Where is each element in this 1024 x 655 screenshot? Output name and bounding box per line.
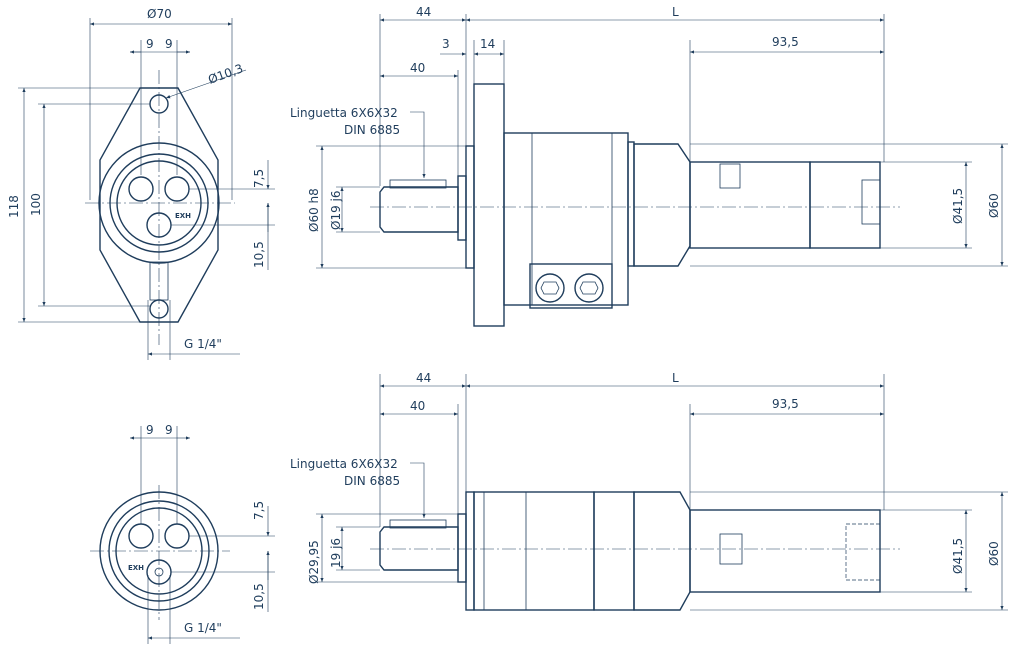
- dim-hole-dia: Ø10,3: [206, 61, 245, 87]
- dim-len-40-2: 40: [410, 399, 425, 413]
- dim-len-44: 44: [416, 5, 431, 19]
- port-b-2: [164, 523, 190, 549]
- dim-spacing-left-2: 9: [146, 423, 154, 437]
- port-b: [164, 176, 190, 202]
- side-port-1: [535, 273, 565, 303]
- side-port-2: [574, 273, 604, 303]
- motor-body: [503, 132, 629, 306]
- bottom-side-view: 44 L 40 93,5 Linguetta 6X6X32 DIN 6885 Ø…: [290, 371, 1008, 611]
- dim-height-holes: 100: [29, 193, 43, 216]
- dim-port-offset-down-2: 10,5: [252, 583, 266, 610]
- key-note-line2-2: DIN 6885: [344, 474, 400, 488]
- front-housing-2: [473, 491, 595, 611]
- keyway-2: [389, 519, 447, 529]
- rear-housing: [633, 143, 691, 267]
- port-a-2: [128, 523, 154, 549]
- dim-shaft-dia: Ø19 j6: [329, 191, 343, 231]
- port-a: [128, 176, 154, 202]
- dim-dia-60-2: Ø60: [987, 541, 1001, 566]
- dim-dia-415: Ø41,5: [951, 188, 965, 224]
- pilot-2: [465, 491, 475, 611]
- cylinder: [689, 161, 811, 249]
- dim-len-40: 40: [410, 61, 425, 75]
- dim-len-L: L: [672, 5, 679, 19]
- bottom-front-view: EXH 9 9 7,5 10,5 G 1/4": [90, 423, 275, 644]
- key-note-line1-2: Linguetta 6X6X32: [290, 457, 398, 471]
- dim-pilot-dia-2: Ø29,95: [307, 540, 321, 584]
- dim-len-44-2: 44: [416, 371, 431, 385]
- shaft-2: [379, 526, 459, 571]
- dim-spacing-left: 9: [146, 37, 154, 51]
- rear-cap: [627, 141, 635, 267]
- top-side-view: 44 L 3 14 40 93,5 Linguetta 6X6X32 DIN 6…: [290, 5, 1008, 327]
- exh-marking: EXH: [175, 212, 191, 220]
- dim-dia-60: Ø60: [987, 193, 1001, 218]
- dim-height-total: 118: [7, 195, 21, 218]
- dim-spacing-right-2: 9: [165, 423, 173, 437]
- side-port-block: [529, 263, 613, 309]
- dim-pilot-dia: Ø60 h8: [307, 188, 321, 232]
- dim-len-L-2: L: [672, 371, 679, 385]
- cylinder-2: [689, 509, 881, 593]
- top-front-view: EXH Ø70 9 9 Ø10,3 118 100: [7, 7, 275, 360]
- mid-housing-2: [593, 491, 635, 611]
- dim-shaft-dia-2: 19 j6: [329, 538, 343, 568]
- dim-port-offset-up-2: 7,5: [252, 501, 266, 520]
- key-note-line1: Linguetta 6X6X32: [290, 106, 398, 120]
- keyway: [389, 179, 447, 189]
- shaft: [379, 186, 459, 233]
- dim-flange-dia: Ø70: [147, 7, 172, 21]
- dim-dia-415-2: Ø41,5: [951, 538, 965, 574]
- dim-len-935-2: 93,5: [772, 397, 799, 411]
- dim-spacing-right: 9: [165, 37, 173, 51]
- dim-len-14: 14: [480, 37, 495, 51]
- pilot-ring-2: [457, 513, 467, 583]
- pilot-ring: [457, 175, 467, 241]
- dim-port-offset-down: 10,5: [252, 241, 266, 268]
- dim-len-935: 93,5: [772, 35, 799, 49]
- cylinder-end: [809, 161, 881, 249]
- dim-port-offset-up: 7,5: [252, 169, 266, 188]
- dim-port-thread-2: G 1/4": [184, 621, 222, 635]
- key-note-line2: DIN 6885: [344, 123, 400, 137]
- dim-len-3: 3: [442, 37, 450, 51]
- exh-marking-2: EXH: [128, 564, 144, 572]
- dim-port-thread: G 1/4": [184, 337, 222, 351]
- flange-plate: [473, 83, 505, 327]
- rear-housing-2: [633, 491, 691, 611]
